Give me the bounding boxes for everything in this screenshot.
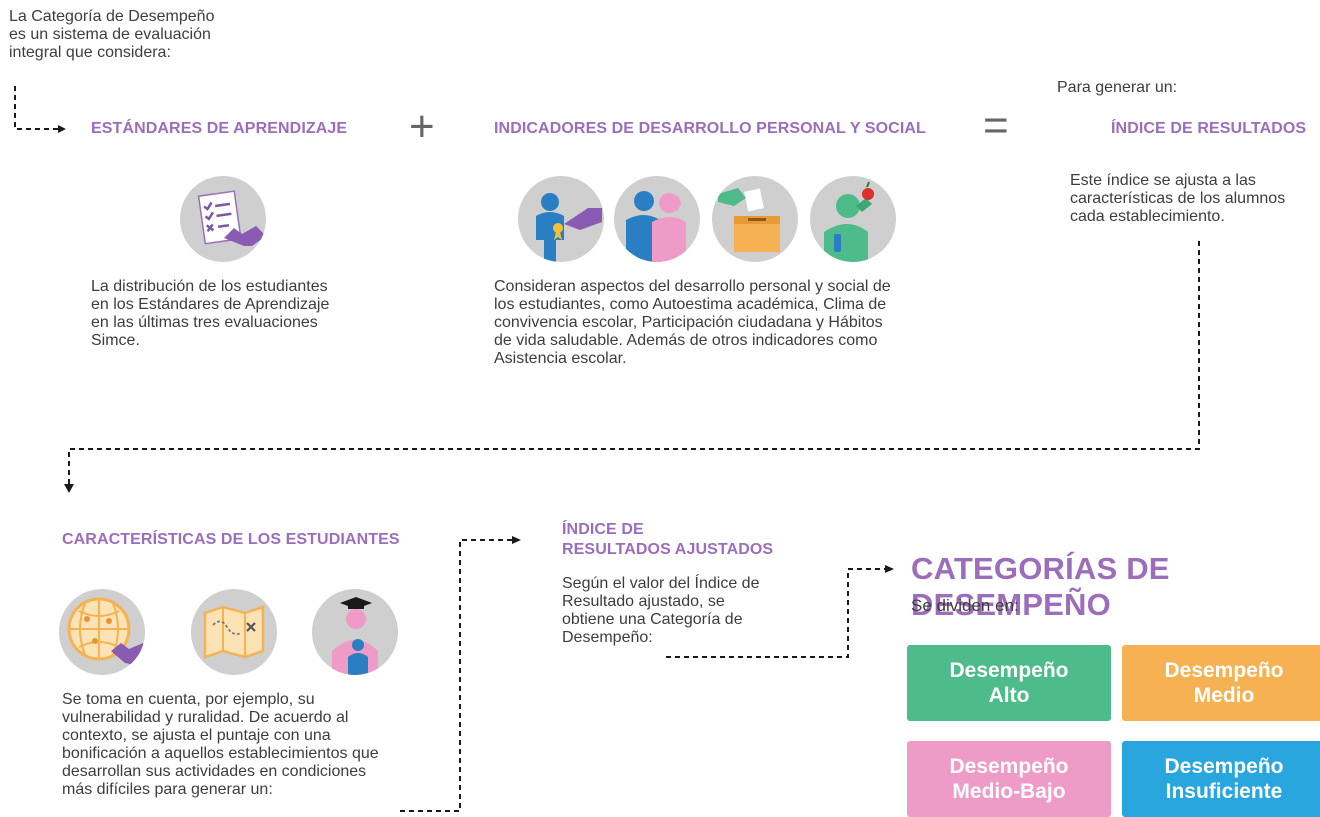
categories-subtitle: Se dividen en: (911, 596, 1019, 615)
characteristics-title: CARACTERÍSTICAS DE LOS ESTUDIANTES (62, 531, 400, 548)
characteristics-description: Se toma en cuenta, por ejemplo, su vulne… (62, 691, 379, 798)
plus-sign: + (409, 102, 435, 151)
voting-icon (712, 176, 798, 262)
intro-text: La Categoría de Desempeño es un sistema … (9, 8, 215, 61)
adjusted-index-title: ÍNDICE DE RESULTADOS AJUSTADOS (562, 521, 774, 558)
globe-icon (59, 589, 145, 675)
standards-title: ESTÁNDARES DE APRENDIZAJE (91, 120, 348, 137)
indicators-description: Consideran aspectos del desarrollo perso… (494, 278, 891, 367)
categories-title: CATEGORÍAS DE DESEMPEÑO (911, 551, 1170, 622)
adjusted-index-description: Según el valor del Índice de Resultado a… (562, 575, 760, 646)
category-medio: Desempeño Medio (1122, 645, 1320, 721)
arrow-down-icon (64, 484, 74, 493)
arrow-right-icon (885, 565, 894, 573)
equals-sign: = (983, 101, 1009, 150)
family-graduation-icon (312, 589, 398, 675)
healthy-habits-icon (810, 176, 896, 262)
arrow-right-icon (512, 536, 521, 544)
school-climate-icon (614, 176, 700, 262)
results-index-description: Este índice se ajusta a las característi… (1070, 172, 1286, 225)
category-medio-bajo: Desempeño Medio-Bajo (907, 741, 1111, 817)
generate-label: Para generar un: (1057, 79, 1178, 96)
indicators-title: INDICADORES DE DESARROLLO PERSONAL Y SOC… (494, 120, 926, 137)
standards-description: La distribución de los estudiantes en lo… (91, 278, 330, 349)
self-esteem-icon (518, 176, 604, 262)
arrow-right-icon (58, 125, 66, 133)
category-insuficiente: Desempeño Insuficiente (1122, 741, 1320, 817)
rural-map-icon (191, 589, 277, 675)
category-alto: Desempeño Alto (907, 645, 1111, 721)
checklist-icon (180, 176, 266, 262)
results-index-title: ÍNDICE DE RESULTADOS (1111, 120, 1307, 137)
